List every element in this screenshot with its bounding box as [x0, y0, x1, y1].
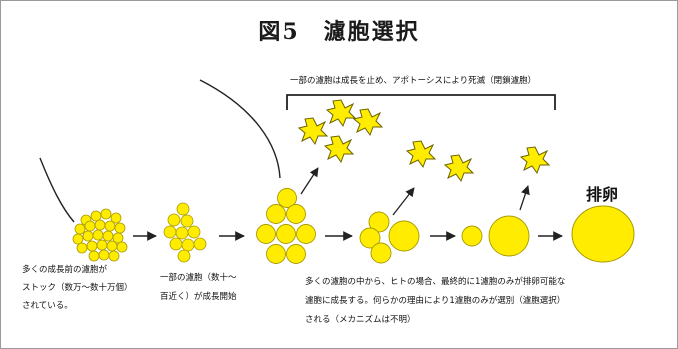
stock-caption-line-1: 多くの成長前の濾胞が: [22, 265, 108, 275]
panel-edge-left: [39, 157, 75, 223]
top-caption: 一部の濾胞は成長を止め、アポトーシスにより死滅（閉鎖濾胞）: [290, 76, 537, 86]
selection-caption-line-1: 多くの濾胞の中から、ヒトの場合、最終的に1濾胞のみが排卵可能な: [305, 277, 566, 287]
growing-follicle-cluster: [163, 202, 207, 263]
large-follicle-cluster: [256, 188, 316, 264]
panel-edge-curve: [199, 79, 281, 179]
stock-caption-line-2: ストック（数万～数十万個）: [22, 283, 133, 293]
atretic-follicle: [405, 140, 437, 169]
atretic-follicle: [519, 146, 551, 175]
stock-follicle-cluster: [72, 208, 128, 262]
atresia-arrow-1: [300, 167, 319, 195]
stock-caption-line-3: されている。: [22, 301, 73, 311]
atretic-follicle: [323, 135, 355, 164]
atresia-arrow-3: [519, 185, 530, 211]
selection-caption-line-3: される（メカニズムは不明）: [305, 315, 416, 325]
ovulation-label: 排卵: [586, 185, 619, 204]
atretic-follicle: [297, 117, 329, 146]
dominant-follicle: [461, 215, 530, 257]
ovulatory-follicle: [571, 205, 635, 263]
atretic-follicle: [443, 154, 475, 183]
figure-title: 図5 濾胞選択: [258, 19, 420, 45]
growth-caption-line-1: 一部の濾胞（数十～: [160, 273, 237, 283]
dominant-emerging: [359, 211, 420, 264]
atretic-follicles: [297, 99, 551, 183]
growth-caption-line-2: 百近く）が成長開始: [160, 292, 237, 302]
selection-caption-line-2: 濾胞に成長する。何らかの理由により1濾胞のみが選別（濾胞選択）: [305, 296, 566, 306]
atretic-follicle: [352, 108, 384, 137]
atretic-follicle: [325, 99, 357, 128]
overlay-panel: [30, 55, 282, 345]
apoptosis-bracket: [286, 94, 556, 110]
atresia-arrow-2: [392, 187, 415, 216]
